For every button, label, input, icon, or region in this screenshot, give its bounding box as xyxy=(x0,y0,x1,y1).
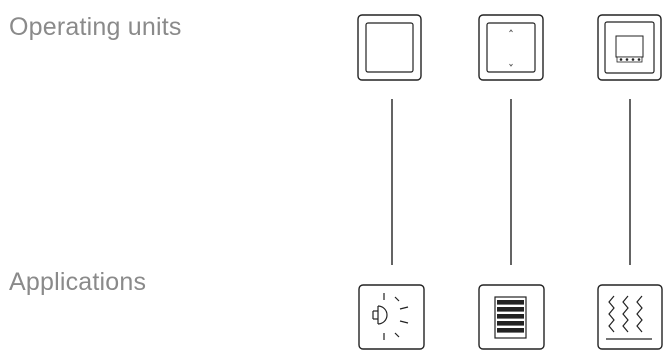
heating-icon xyxy=(597,284,663,350)
blinds-icon xyxy=(478,284,545,350)
up-down-button-icon xyxy=(478,14,544,81)
applications-label: Applications xyxy=(9,268,147,296)
push-button-icon xyxy=(357,14,422,81)
display-thermostat-icon xyxy=(597,14,662,81)
operating-units-label: Operating units xyxy=(9,13,182,41)
light-bulb-icon xyxy=(358,284,425,350)
